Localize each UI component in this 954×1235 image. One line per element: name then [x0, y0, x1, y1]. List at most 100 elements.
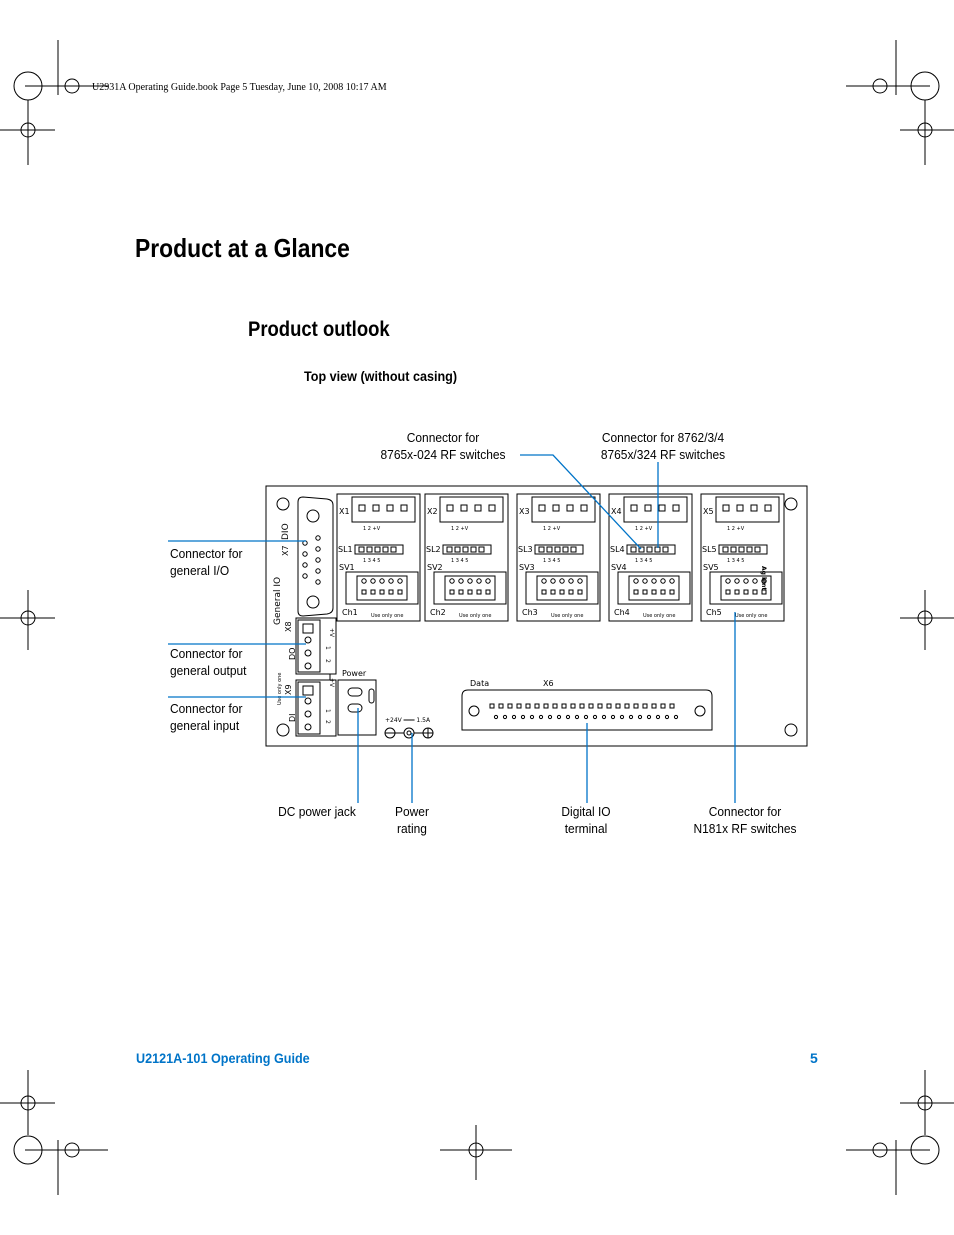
- callout-power-rating-line1: Power: [395, 804, 429, 819]
- dio-pin: [651, 703, 657, 709]
- dio-pin: [597, 703, 603, 709]
- callout-general-output: Connector for general output: [170, 645, 246, 679]
- dio-pin: [543, 703, 549, 709]
- dio-pin: [655, 714, 661, 720]
- section-title: Product outlook: [248, 318, 390, 341]
- data-text: Data: [470, 679, 489, 688]
- x9-pin-2: 2: [324, 720, 331, 724]
- x-pins: 1 2 +V: [451, 526, 469, 532]
- callout-n181x-line1: Connector for: [708, 804, 782, 819]
- use-only-one: Use only one: [735, 613, 767, 619]
- x8-pin-2: 2: [324, 659, 331, 663]
- dio-pin: [502, 714, 508, 720]
- footer-title: U2121A-101 Operating Guide: [136, 1050, 310, 1066]
- callout-8765x-line2: 8765x-024 RF switches: [380, 447, 506, 462]
- use-only-one: Use only one: [643, 613, 675, 619]
- dio-text: DIO: [281, 523, 291, 540]
- dio-pin: [628, 714, 634, 720]
- dio-pin: [588, 703, 594, 709]
- callout-8765x: Connector for 8765x-024 RF switches: [365, 429, 521, 463]
- use-only-one-vertical: Use only one: [277, 673, 283, 705]
- dio-pin: [507, 703, 513, 709]
- dio-pin: [561, 703, 567, 709]
- callout-general-output-line1: Connector for: [170, 646, 243, 661]
- sl-pins: 1 3 4 5: [363, 558, 381, 564]
- digital-io-connector: [461, 689, 713, 731]
- dio-pin: [606, 703, 612, 709]
- callout-8762: Connector for 8762/3/4 8765x/324 RF swit…: [585, 429, 741, 463]
- sv-label: SV5: [703, 563, 719, 572]
- callout-8762-line2: 8765x/324 RF switches: [600, 447, 726, 462]
- footer-page-number: 5: [810, 1050, 818, 1066]
- page-title: Product at a Glance: [135, 233, 350, 263]
- dio-pin: [552, 703, 558, 709]
- callout-general-input: Connector for general input: [170, 700, 242, 734]
- dio-pin: [669, 703, 675, 709]
- dio-pin: [642, 703, 648, 709]
- dio-pin: [489, 703, 495, 709]
- dio-pin: [633, 703, 639, 709]
- callout-power-rating: Power rating: [375, 803, 449, 837]
- dio-pin: [574, 714, 580, 720]
- dio-pin: [646, 714, 652, 720]
- sl-label: SL3: [518, 545, 533, 554]
- sl-pins: 1 3 4 5: [635, 558, 653, 564]
- callout-digital-io-line2: terminal: [564, 821, 608, 836]
- dio-pin: [520, 714, 526, 720]
- callout-general-io-line2: general I/O: [170, 563, 230, 578]
- callout-general-io-line1: Connector for: [170, 546, 243, 561]
- sl-label: SL5: [702, 545, 717, 554]
- dio-pin: [624, 703, 630, 709]
- sv-label: SV1: [339, 563, 355, 572]
- callout-general-io: Connector for general I/O: [170, 545, 242, 579]
- x7-text: X7: [281, 545, 290, 556]
- general-io-text: General IO: [273, 577, 283, 625]
- x-label: X1: [339, 507, 350, 516]
- rating-text: +24V ═══ 1.5A: [385, 717, 431, 724]
- sl-pins: 1 3 4 5: [451, 558, 469, 564]
- dio-pin: [534, 703, 540, 709]
- x-label: X2: [427, 507, 438, 516]
- general-io-connector: [295, 496, 337, 737]
- sv-label: SV4: [611, 563, 627, 572]
- use-only-one: Use only one: [459, 613, 491, 619]
- power-jack: [337, 679, 434, 739]
- dio-pin: [660, 703, 666, 709]
- callout-digital-io-line1: Digital IO: [561, 804, 611, 819]
- dio-pin: [498, 703, 504, 709]
- x9-text: X9: [284, 684, 293, 695]
- header-stamp: U2931A Operating Guide.book Page 5 Tuesd…: [92, 82, 387, 93]
- brand-logo: Agilent: [760, 566, 767, 590]
- sv-label: SV3: [519, 563, 535, 572]
- do-text: DO: [288, 648, 297, 660]
- use-only-one: Use only one: [551, 613, 583, 619]
- di-text: DI: [288, 713, 297, 722]
- dio-pin: [538, 714, 544, 720]
- x9-pin-1: 1: [324, 709, 331, 713]
- sl-label: SL2: [426, 545, 441, 554]
- dio-pin: [525, 703, 531, 709]
- x-pins: 1 2 +V: [363, 526, 381, 532]
- dio-pin: [529, 714, 535, 720]
- dio-pin: [637, 714, 643, 720]
- x-label: X5: [703, 507, 714, 516]
- sl-label: SL4: [610, 545, 625, 554]
- x8-plus-v: +V: [328, 628, 335, 638]
- power-text: Power: [342, 669, 367, 678]
- ch-label: Ch2: [430, 608, 446, 617]
- callout-general-output-line2: general output: [170, 663, 247, 678]
- dio-pin: [579, 703, 585, 709]
- x-label: X4: [611, 507, 622, 516]
- callout-n181x: Connector for N181x RF switches: [676, 803, 814, 837]
- dio-pin: [673, 714, 679, 720]
- leader-lines: [168, 454, 736, 803]
- x9-plus-v: +V: [328, 678, 335, 688]
- callout-general-input-line2: general input: [170, 718, 240, 733]
- dio-pin: [547, 714, 553, 720]
